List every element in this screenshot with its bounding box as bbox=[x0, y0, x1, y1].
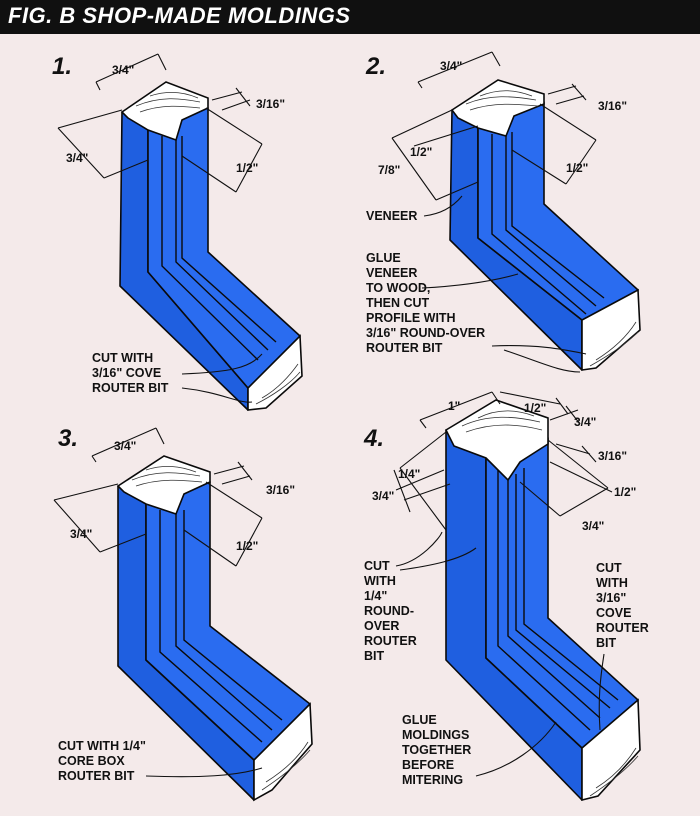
note-1: CUT WITH 3/16" COVE ROUTER BIT bbox=[92, 351, 169, 395]
molding-3-end-grain bbox=[116, 455, 211, 515]
dim-4-top-half: 1/2" bbox=[524, 401, 546, 415]
dim-4-half: 1/2" bbox=[614, 485, 636, 499]
molding-1-end-profile bbox=[247, 334, 303, 411]
dim-1-depth: 3/16" bbox=[256, 97, 285, 111]
dim-4-quarter: 1/4" bbox=[398, 467, 420, 481]
molding-3-end-profile bbox=[253, 702, 313, 802]
panel-number-4: 4. bbox=[363, 425, 384, 452]
molding-1-side-face bbox=[147, 107, 301, 393]
molding-1: 1. 3/4" 3/16" 3/4" 1/2" CUT WITH bbox=[52, 53, 303, 411]
molding-2-end-grain bbox=[450, 79, 545, 137]
panel-number-2: 2. bbox=[365, 53, 386, 80]
molding-1-end-grain bbox=[120, 81, 209, 142]
note-2: GLUE VENEER TO WOOD, THEN CUT PROFILE WI… bbox=[366, 251, 489, 355]
dim-1-height: 3/4" bbox=[66, 151, 88, 165]
molding-4-end-profile bbox=[581, 698, 641, 802]
dim-1-width: 3/4" bbox=[112, 63, 134, 77]
dim-4-depth: 3/16" bbox=[598, 449, 627, 463]
dim-2-width: 3/4" bbox=[440, 59, 462, 73]
dim-2-depth: 3/16" bbox=[598, 99, 627, 113]
dim-2-veneer: 1/2" bbox=[410, 145, 432, 159]
note-4-right: CUT WITH 3/16" COVE ROUTER BIT bbox=[596, 561, 652, 650]
label-veneer: VENEER bbox=[366, 209, 417, 223]
molding-4: 4. 1" 1/2" 3/4" 3/16" 1/4" 3/4" 1/2" 3/4… bbox=[363, 391, 652, 802]
panel-number-3: 3. bbox=[58, 425, 78, 452]
dim-4-width: 1" bbox=[448, 399, 460, 413]
dim-4-height: 3/4" bbox=[372, 489, 394, 503]
dim-4-top-three-quarter: 3/4" bbox=[574, 415, 596, 429]
molding-3: 3. 3/4" 3/16" 3/4" 1/2" CUT WITH 1/4" CO… bbox=[53, 425, 313, 802]
panel-number-1: 1. bbox=[52, 53, 72, 80]
dim-3-height: 3/4" bbox=[70, 527, 92, 541]
dim-2-offset: 1/2" bbox=[566, 161, 588, 175]
note-4-bottom: GLUE MOLDINGS TOGETHER BEFORE MITERING bbox=[402, 713, 475, 787]
note-4-left: CUT WITH 1/4" ROUND- OVER ROUTER BIT bbox=[364, 559, 420, 663]
dim-1-offset: 1/2" bbox=[236, 161, 258, 175]
dim-4-offset: 3/4" bbox=[582, 519, 604, 533]
title-bar: FIG. B SHOP-MADE MOLDINGS bbox=[0, 0, 700, 34]
moldings-illustration: 1. 3/4" 3/16" 3/4" 1/2" CUT WITH bbox=[52, 51, 652, 802]
molding-2: 2. 3/4" 3/16" 1/2" 7/8" 1/2" VENEER GLUE… bbox=[365, 51, 641, 373]
dim-3-offset: 1/2" bbox=[236, 539, 258, 553]
note-3: CUT WITH 1/4" CORE BOX ROUTER BIT bbox=[58, 739, 149, 783]
dim-2-height: 7/8" bbox=[378, 163, 400, 177]
molding-4-end-grain bbox=[444, 399, 549, 482]
figure-title: FIG. B SHOP-MADE MOLDINGS bbox=[8, 3, 351, 28]
molding-3-side-face bbox=[145, 481, 311, 763]
dim-3-width: 3/4" bbox=[114, 439, 136, 453]
dim-3-depth: 3/16" bbox=[266, 483, 295, 497]
